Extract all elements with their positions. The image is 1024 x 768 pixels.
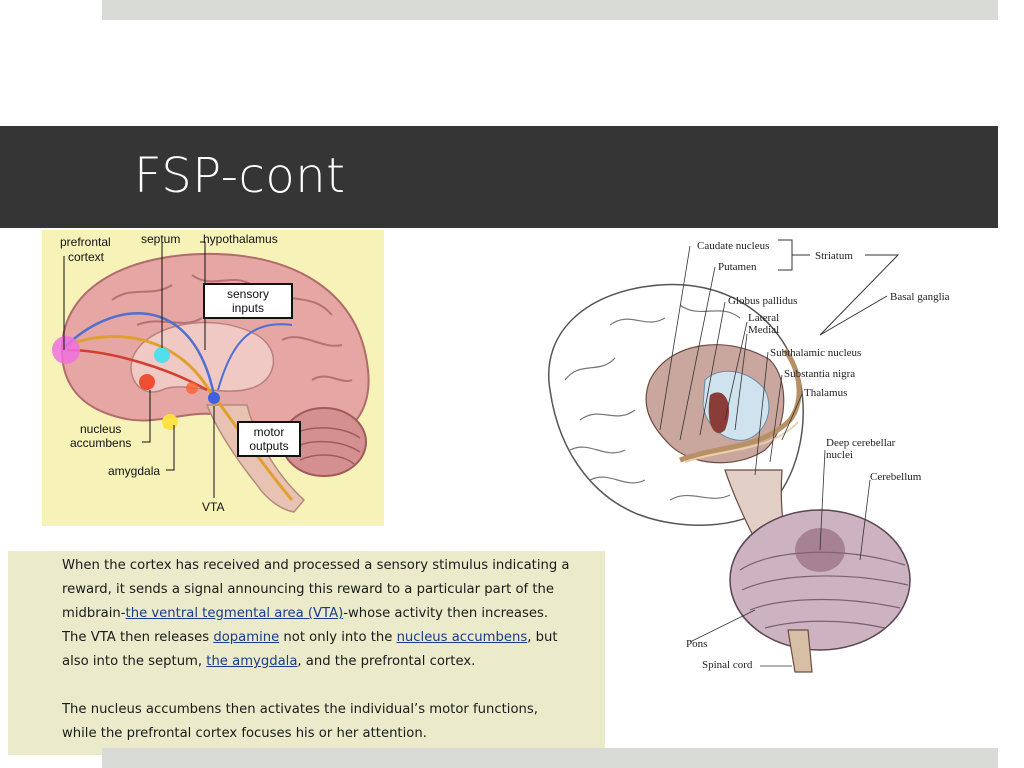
label-putamen: Putamen: [718, 261, 757, 273]
amygdala-hotspot: [162, 414, 178, 430]
label-globus: Globus pallidus: [728, 295, 797, 307]
p1-text-5: , and the prefrontal cortex.: [297, 654, 476, 669]
cerebellum-shape: [729, 509, 911, 651]
label-medial: Medial: [748, 324, 779, 336]
title-band: [0, 126, 998, 228]
septum-hotspot: [154, 347, 170, 363]
link-dopamine[interactable]: dopamine: [213, 630, 280, 645]
label-hypothalamus: hypothalamus: [203, 232, 278, 246]
label-striatum: Striatum: [815, 250, 853, 262]
label-pons: Pons: [686, 638, 707, 650]
label-prefrontal-2: cortext: [68, 250, 105, 264]
p1-text-2: -whose activity then increases. The VTA …: [62, 606, 549, 645]
paragraph-1: When the cortex has received and process…: [62, 554, 575, 674]
p1-text-3: not only into the: [279, 630, 397, 645]
label-caudate: Caudate nucleus: [697, 240, 769, 252]
explanation-text-box: When the cortex has received and process…: [8, 551, 605, 755]
label-sensory-2: inputs: [232, 301, 264, 315]
sensory-inputs-box: [203, 283, 293, 319]
label-thalamus: Thalamus: [804, 387, 847, 399]
label-sensory-1: sensory: [227, 287, 269, 301]
link-vta[interactable]: the ventral tegmental area (VTA): [125, 606, 344, 621]
link-nucleus-accumbens[interactable]: nucleus accumbens: [396, 630, 528, 645]
label-motor-1: motor: [254, 425, 285, 439]
label-nucleus-2: accumbens: [70, 436, 131, 450]
basal-ganglia-illustration: Caudate nucleus Putamen Striatum Globus …: [548, 239, 950, 673]
label-substantia: Substantia nigra: [784, 368, 855, 380]
p1-text-1: When the cortex has received and process…: [62, 558, 570, 621]
label-cerebellum: Cerebellum: [870, 471, 922, 483]
label-lateral: Lateral: [748, 312, 779, 324]
label-amygdala: amygdala: [108, 464, 160, 478]
label-subthalamic: Subthalamic nucleus: [770, 347, 861, 359]
label-deep-1: Deep cerebellar: [826, 437, 896, 449]
bottom-decor-bar: [102, 748, 998, 768]
label-motor-2: outputs: [249, 439, 288, 453]
spinal-cord-shape: [787, 629, 813, 673]
top-decor-bar: [102, 0, 998, 20]
motor-outputs-box: [237, 421, 301, 457]
label-spinal: Spinal cord: [702, 659, 753, 671]
label-prefrontal-1: prefrontal: [60, 235, 111, 249]
vta-hotspot: [208, 392, 220, 404]
label-septum: septum: [141, 232, 180, 246]
slide-title: FSP-cont: [134, 148, 346, 204]
p1-text-4: , but also into the septum,: [62, 630, 558, 669]
label-deep-2: nuclei: [826, 449, 853, 461]
label-nucleus-1: nucleus: [80, 422, 121, 436]
label-basal: Basal ganglia: [890, 291, 950, 303]
prefrontal-hotspot: [52, 336, 80, 364]
link-amygdala[interactable]: the amygdala: [206, 654, 298, 669]
paragraph-2: The nucleus accumbens then activates the…: [62, 702, 538, 741]
nucleus-accumbens-hotspot: [139, 374, 155, 390]
reward-pathway-figure: prefrontal cortext septum hypothalamus s…: [42, 230, 384, 526]
reward-pathway-illustration: prefrontal cortext septum hypothalamus s…: [52, 232, 370, 514]
label-vta: VTA: [202, 500, 224, 514]
